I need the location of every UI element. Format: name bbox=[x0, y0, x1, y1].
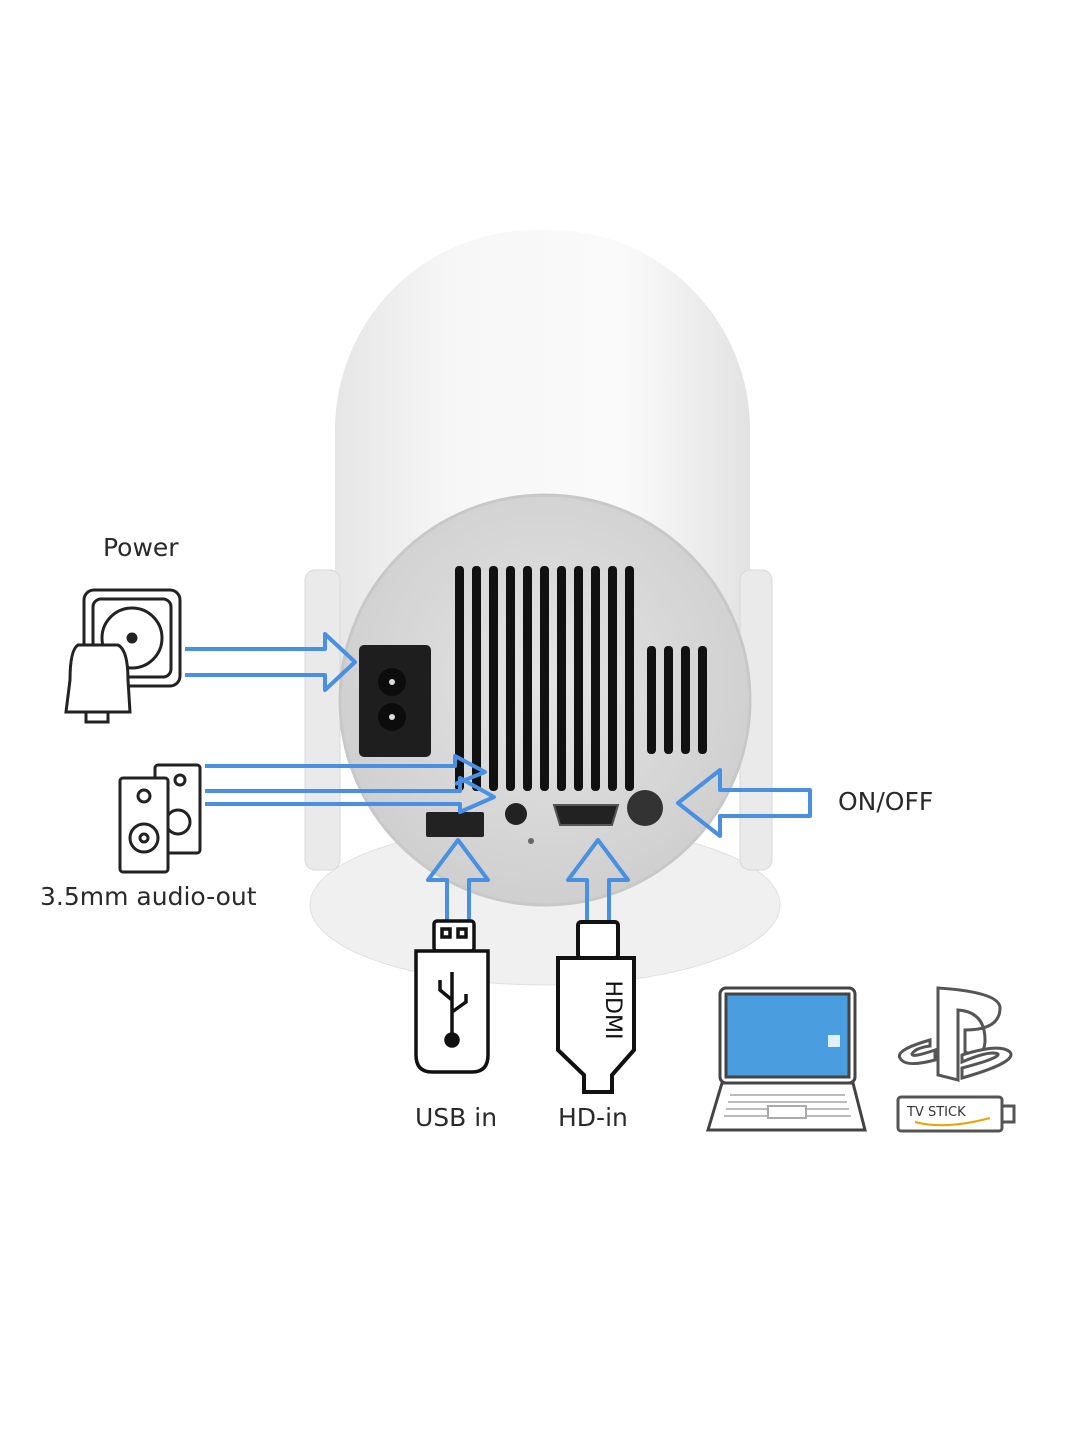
audio-arrow-1 bbox=[205, 754, 487, 786]
tv-stick-icon: TV STICK bbox=[896, 1095, 1016, 1133]
speakers-icon bbox=[118, 763, 202, 874]
audio-arrow-2 bbox=[205, 776, 496, 814]
arrows bbox=[185, 632, 812, 925]
hdmi-connector-icon: HDMI bbox=[556, 920, 636, 1094]
vent-grille bbox=[455, 566, 707, 791]
power-arrow bbox=[185, 632, 357, 692]
hdmi-icon-text: HDMI bbox=[600, 981, 625, 1040]
projector bbox=[304, 230, 781, 986]
audio-jack bbox=[505, 803, 527, 825]
usb-port bbox=[426, 812, 484, 837]
usb-arrow bbox=[426, 838, 490, 920]
power-plug-icon bbox=[64, 588, 182, 724]
power-label: Power bbox=[103, 533, 179, 562]
tv-stick-text: TV STICK bbox=[906, 1105, 966, 1120]
usb-stick-icon bbox=[414, 919, 490, 1074]
playstation-icon bbox=[897, 986, 1013, 1082]
hd-in-label: HD-in bbox=[558, 1103, 628, 1132]
usb-in-label: USB in bbox=[415, 1103, 498, 1132]
windows-logo-icon bbox=[828, 1035, 840, 1047]
hdmi-port bbox=[552, 804, 620, 826]
power-button bbox=[627, 790, 663, 826]
laptop-icon bbox=[705, 986, 867, 1132]
onoff-arrow bbox=[676, 768, 812, 838]
hdmi-arrow bbox=[566, 838, 630, 925]
power-socket bbox=[359, 645, 431, 757]
audio-out-label: 3.5mm audio-out bbox=[40, 882, 257, 911]
on-off-label: ON/OFF bbox=[838, 787, 934, 816]
